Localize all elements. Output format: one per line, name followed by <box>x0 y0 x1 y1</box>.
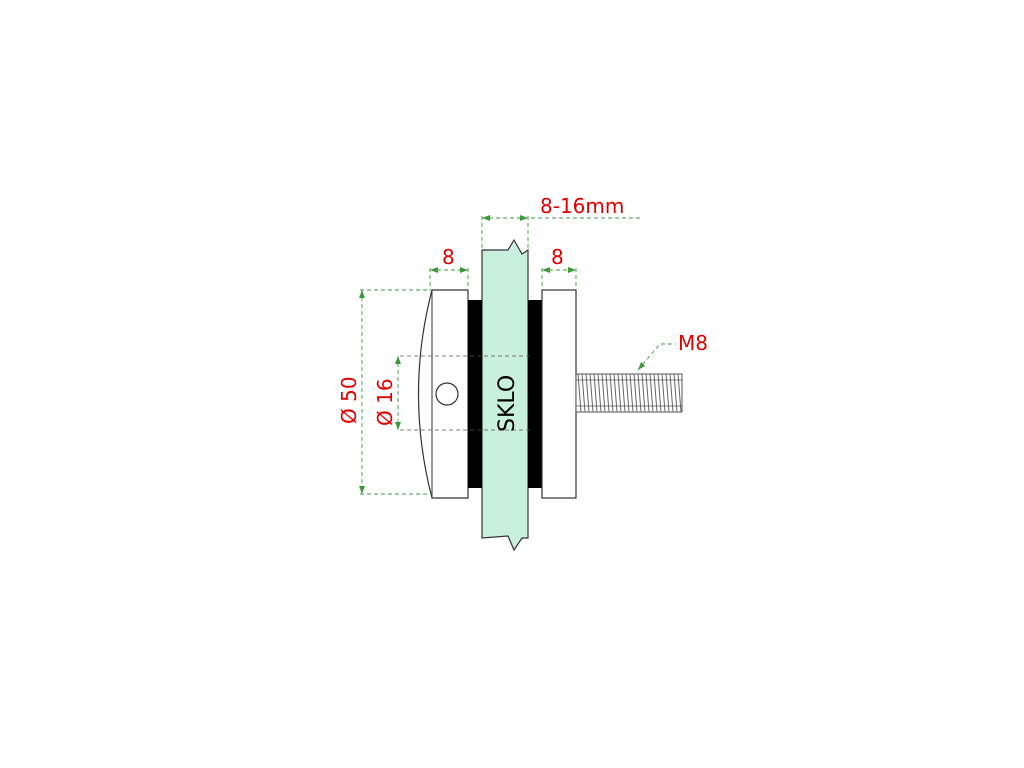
dimension-arrows <box>359 215 645 494</box>
right-gasket <box>528 300 542 488</box>
hole-icon <box>435 382 459 406</box>
glass-pane <box>481 238 529 552</box>
right-cap <box>541 289 577 499</box>
thread-leader <box>637 343 676 371</box>
glass-label: SKLO <box>495 375 520 432</box>
inner-diameter-label: Ø 16 <box>373 378 397 426</box>
right-cap-thickness-label: 8 <box>551 245 564 269</box>
thread-label: M8 <box>678 331 708 355</box>
outer-diameter-label: Ø 50 <box>337 376 361 424</box>
inner-diameter-guides <box>400 355 532 431</box>
threaded-bolt <box>575 373 683 413</box>
left-gasket <box>468 300 482 488</box>
left-cap-thickness-label: 8 <box>442 245 455 269</box>
glass-thickness-label: 8-16mm <box>540 194 624 218</box>
